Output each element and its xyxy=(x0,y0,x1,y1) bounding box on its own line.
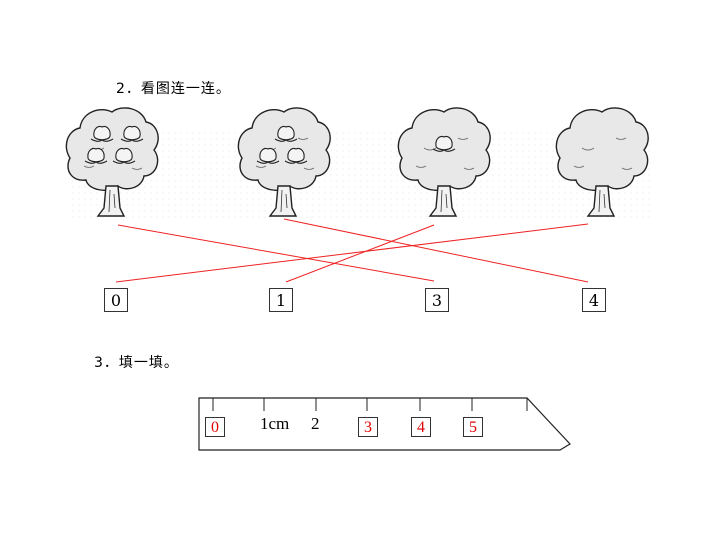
number-box-4: 4 xyxy=(582,288,606,312)
ruler-label-2: 2 xyxy=(311,414,320,433)
section-3-heading: 3．填一填。 xyxy=(94,355,179,371)
ruler-label-1cm: 1cm xyxy=(260,414,290,433)
section-2-heading: 2．看图连一连。 xyxy=(116,81,231,97)
ruler-ticks xyxy=(212,398,528,411)
ruler-answer-5: 5 xyxy=(463,417,483,437)
number-box-3: 3 xyxy=(425,288,449,312)
ruler-body xyxy=(198,397,571,451)
ruler-answer-3: 3 xyxy=(358,417,378,437)
ruler-answer-0: 0 xyxy=(205,417,225,437)
connection-lines xyxy=(115,218,589,283)
ruler-answer-4: 4 xyxy=(411,417,431,437)
number-box-0: 0 xyxy=(104,288,128,312)
number-box-1: 1 xyxy=(269,288,293,312)
